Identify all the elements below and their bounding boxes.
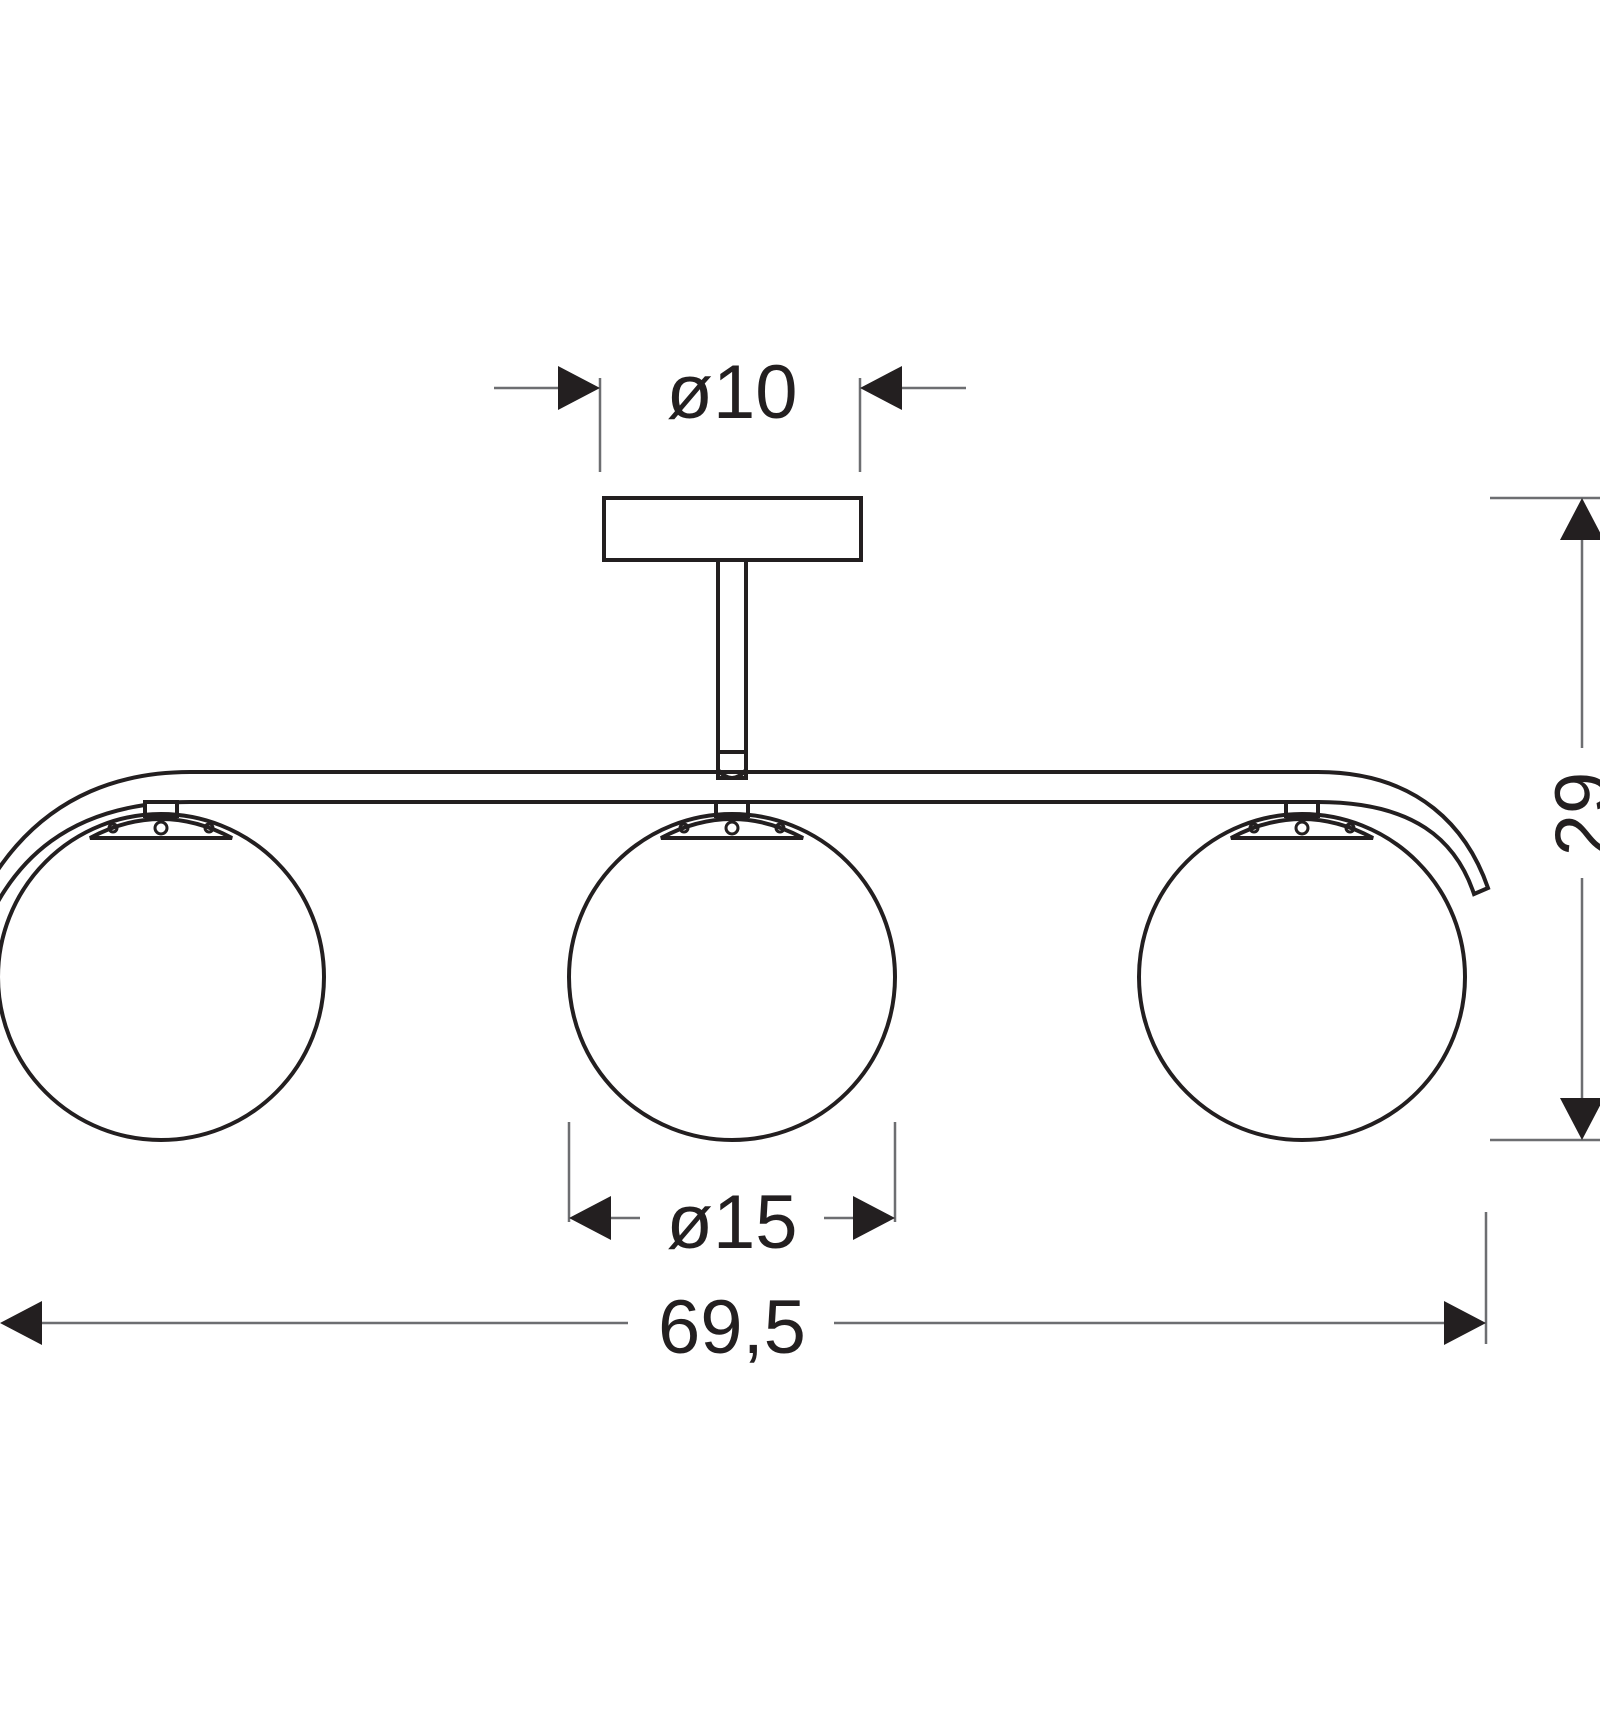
- arm-bar: [0, 770, 1491, 902]
- arrow-right-icon: [558, 366, 600, 410]
- arrow-up-icon: [1560, 498, 1600, 540]
- stem-end-cap: [716, 750, 748, 780]
- total-height-label: 29: [1540, 772, 1600, 857]
- globe-right: [1137, 812, 1467, 1142]
- arrow-down-icon: [1560, 1098, 1600, 1140]
- dimension-width: 69,5: [0, 1212, 1488, 1370]
- lamp-fixture: [0, 496, 1491, 1142]
- ceiling-canopy: [602, 496, 863, 562]
- canopy-diameter-label: ø10: [667, 350, 798, 435]
- total-width-label: 69,5: [658, 1285, 806, 1370]
- arrow-left-icon: [569, 1196, 611, 1240]
- stem: [716, 558, 748, 780]
- globe-center: [567, 812, 897, 1142]
- arrow-right-icon: [1444, 1301, 1486, 1345]
- globe-diameter-label: ø15: [667, 1180, 798, 1265]
- arrow-right-icon: [853, 1196, 895, 1240]
- dimension-globe: ø15: [567, 1122, 897, 1265]
- arrow-left-icon: [0, 1301, 42, 1345]
- dimension-height: 29: [1490, 496, 1600, 1142]
- arrow-left-icon: [860, 366, 902, 410]
- globe-left: [0, 812, 326, 1142]
- dimension-canopy: ø10: [494, 350, 966, 472]
